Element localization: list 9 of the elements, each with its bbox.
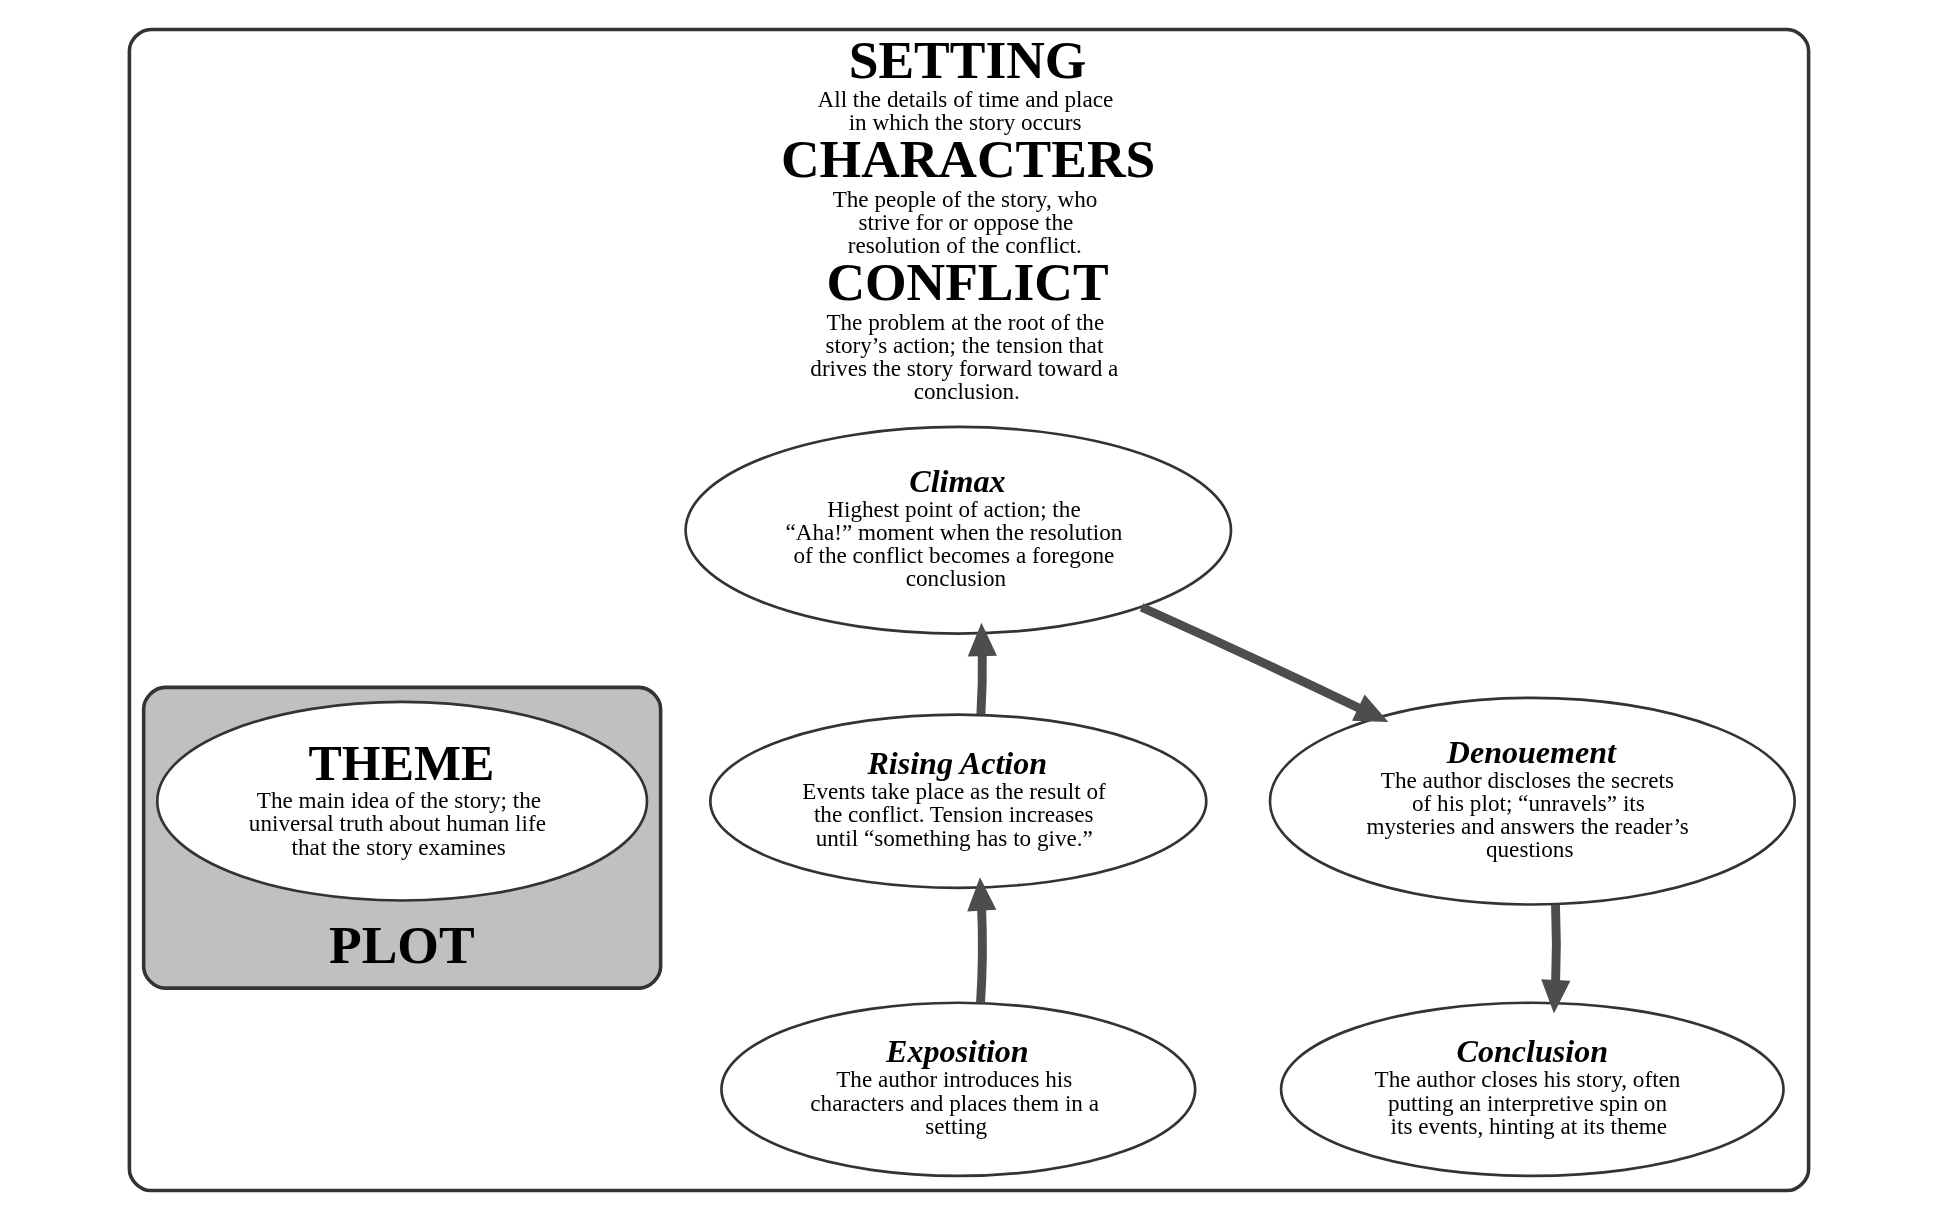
arrow <box>966 877 996 1003</box>
node-ellipse: THEME The main idea of the story; the universal truth about human life that the story examines <box>155 700 648 902</box>
node-ellipse: Rising Action Events take place as the result of the conflict. Tension increases until “something has to give.” <box>708 713 1208 890</box>
arrow <box>1139 603 1388 723</box>
node-ellipse: Exposition The author introduces his characters and places them in a setting <box>719 1001 1196 1178</box>
arrow <box>1540 904 1570 1014</box>
node-ellipse: Climax Highest point of action; the “Aha!” moment when the resolution of the conflict becomes a foregone conclusion <box>683 425 1232 635</box>
node-ellipse: Conclusion The author closes his story, often putting an interpretive spin on its events, hinting at its theme <box>1279 1001 1785 1178</box>
arrow <box>967 622 997 715</box>
